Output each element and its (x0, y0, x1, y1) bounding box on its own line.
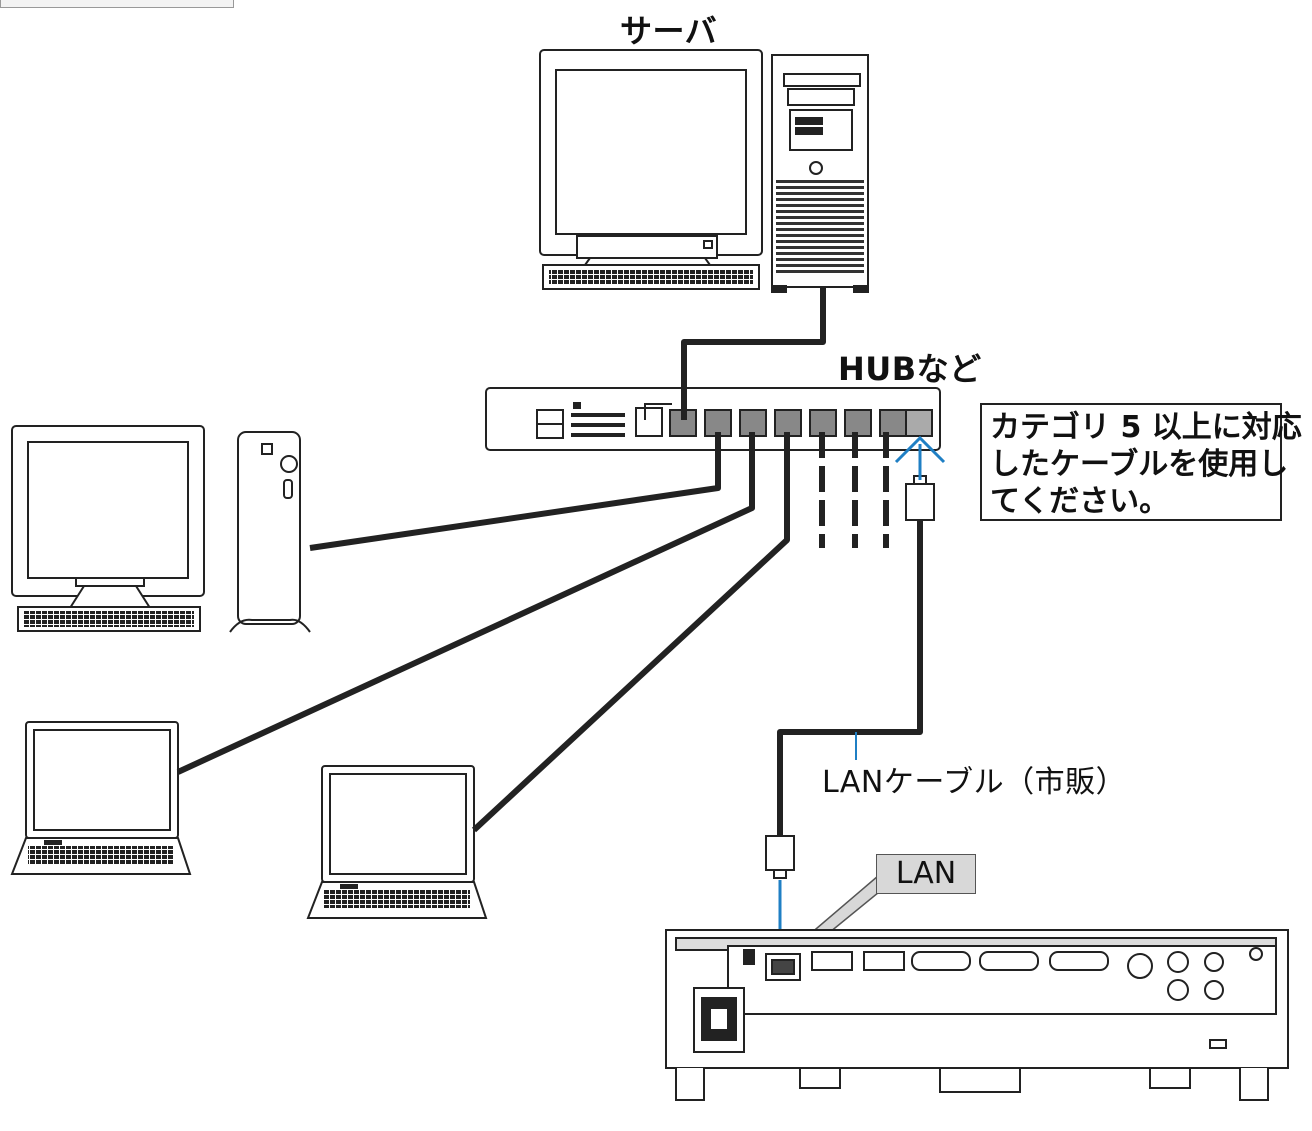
hub-label: HUBなど (838, 350, 982, 388)
client-desktop-icon (11, 425, 311, 633)
note-line-1: カテゴリ 5 以上に対応 (990, 410, 1302, 445)
lan-cables (176, 287, 923, 838)
server-computer-icon (539, 49, 869, 293)
note-line-2: したケーブルを使用し (990, 447, 1289, 482)
projector-icon (665, 929, 1289, 1101)
client-laptop-icon-2 (306, 765, 488, 919)
rj45-plug-icon (765, 475, 935, 879)
server-label: サーバ (620, 12, 718, 50)
cable-note-box: カテゴリ 5 以上に対応 したケーブルを使用し てください。 (980, 403, 1302, 521)
lan-cable-label: LANケーブル（市販） (822, 765, 1127, 800)
hub-icon (485, 387, 941, 451)
lan-port-callout: LAN (876, 854, 976, 894)
page-tab (0, 0, 234, 8)
note-line-3: てください。 (990, 484, 1170, 519)
client-laptop-icon-1 (10, 721, 192, 875)
